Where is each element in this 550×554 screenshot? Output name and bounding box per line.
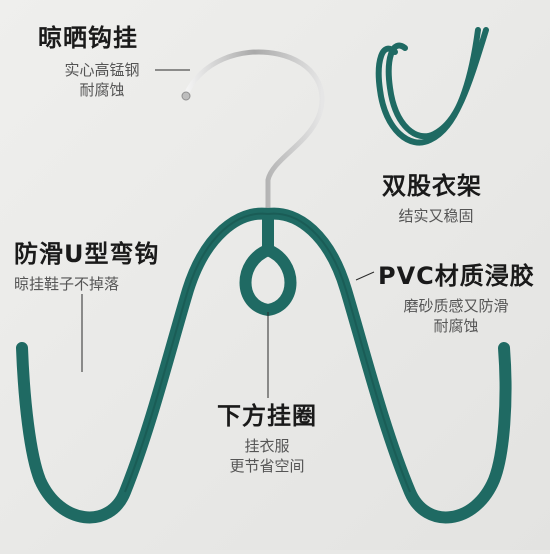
label-line-1: 实心高锰钢	[64, 61, 140, 79]
label-title: 晾晒钩挂	[38, 24, 138, 52]
label-right-upper: 双股衣架 结实又稳固	[382, 172, 490, 226]
leader-right-mid	[355, 271, 375, 281]
hanger-body	[16, 207, 512, 524]
label-title: 下方挂圈	[217, 402, 317, 430]
label-top-left: 晾晒钩挂 实心高锰钢 耐腐蚀	[38, 24, 166, 100]
label-line-1: 结实又稳固	[398, 207, 474, 225]
label-line-1: 晾挂鞋子不掉落	[14, 275, 120, 293]
label-line-2: 更节省空间	[229, 457, 305, 475]
metal-hook	[183, 49, 325, 217]
label-line-1: 磨砂质感又防滑	[403, 297, 509, 315]
label-line-2: 耐腐蚀	[433, 317, 479, 335]
label-bottom-center: 下方挂圈 挂衣服 更节省空间	[206, 402, 328, 476]
label-right-mid: PVC材质浸胶 磨砂质感又防滑 耐腐蚀	[378, 262, 535, 336]
label-line-1: 挂衣服	[244, 437, 290, 455]
hang-loop	[239, 244, 297, 316]
label-title: 防滑U型弯钩	[14, 240, 160, 268]
double-strand-detail	[375, 27, 489, 146]
right-arm	[262, 207, 512, 524]
label-title: PVC材质浸胶	[378, 262, 535, 290]
label-left-mid: 防滑U型弯钩 晾挂鞋子不掉落	[14, 240, 160, 294]
left-arm	[16, 207, 274, 524]
hook-tip	[181, 91, 191, 101]
label-line-2: 耐腐蚀	[79, 81, 125, 99]
label-title: 双股衣架	[382, 172, 482, 200]
